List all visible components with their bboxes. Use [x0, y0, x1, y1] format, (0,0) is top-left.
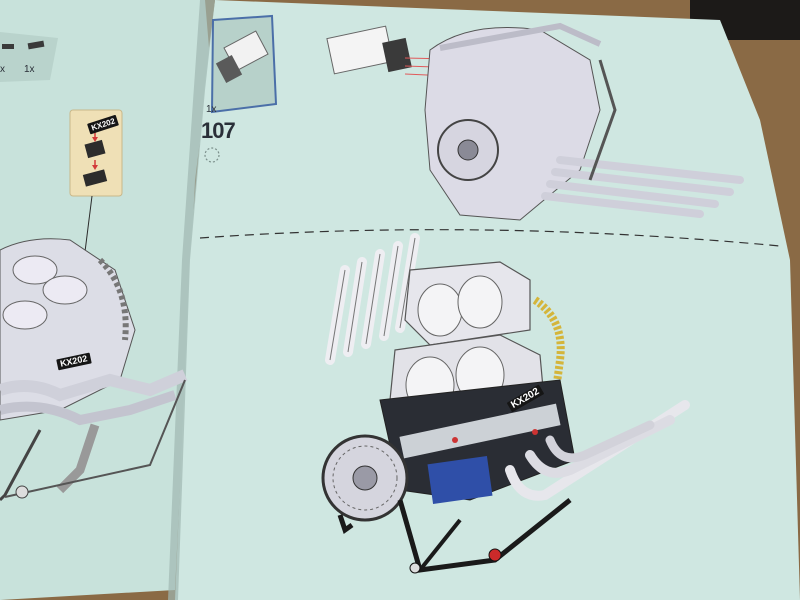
motor-quantity-label: 1x: [206, 104, 217, 115]
parts-quantity-label: x: [0, 64, 5, 75]
part-connector-icon: [27, 40, 45, 50]
main-engine-illustration: [321, 233, 690, 574]
left-engine-illustration: [0, 238, 188, 502]
blue-block: [427, 456, 493, 504]
step-divider: [199, 229, 781, 247]
step-number: 107: [201, 118, 236, 143]
book-spine: [168, 0, 215, 600]
top-engine-illustration: [326, 22, 744, 221]
part-beam-icon: [2, 44, 14, 49]
parts-quantity-label: 1x: [24, 64, 35, 75]
callout-box: [69, 109, 123, 356]
motor-icon: [215, 30, 269, 83]
rotate-hint-icon: [204, 147, 220, 163]
